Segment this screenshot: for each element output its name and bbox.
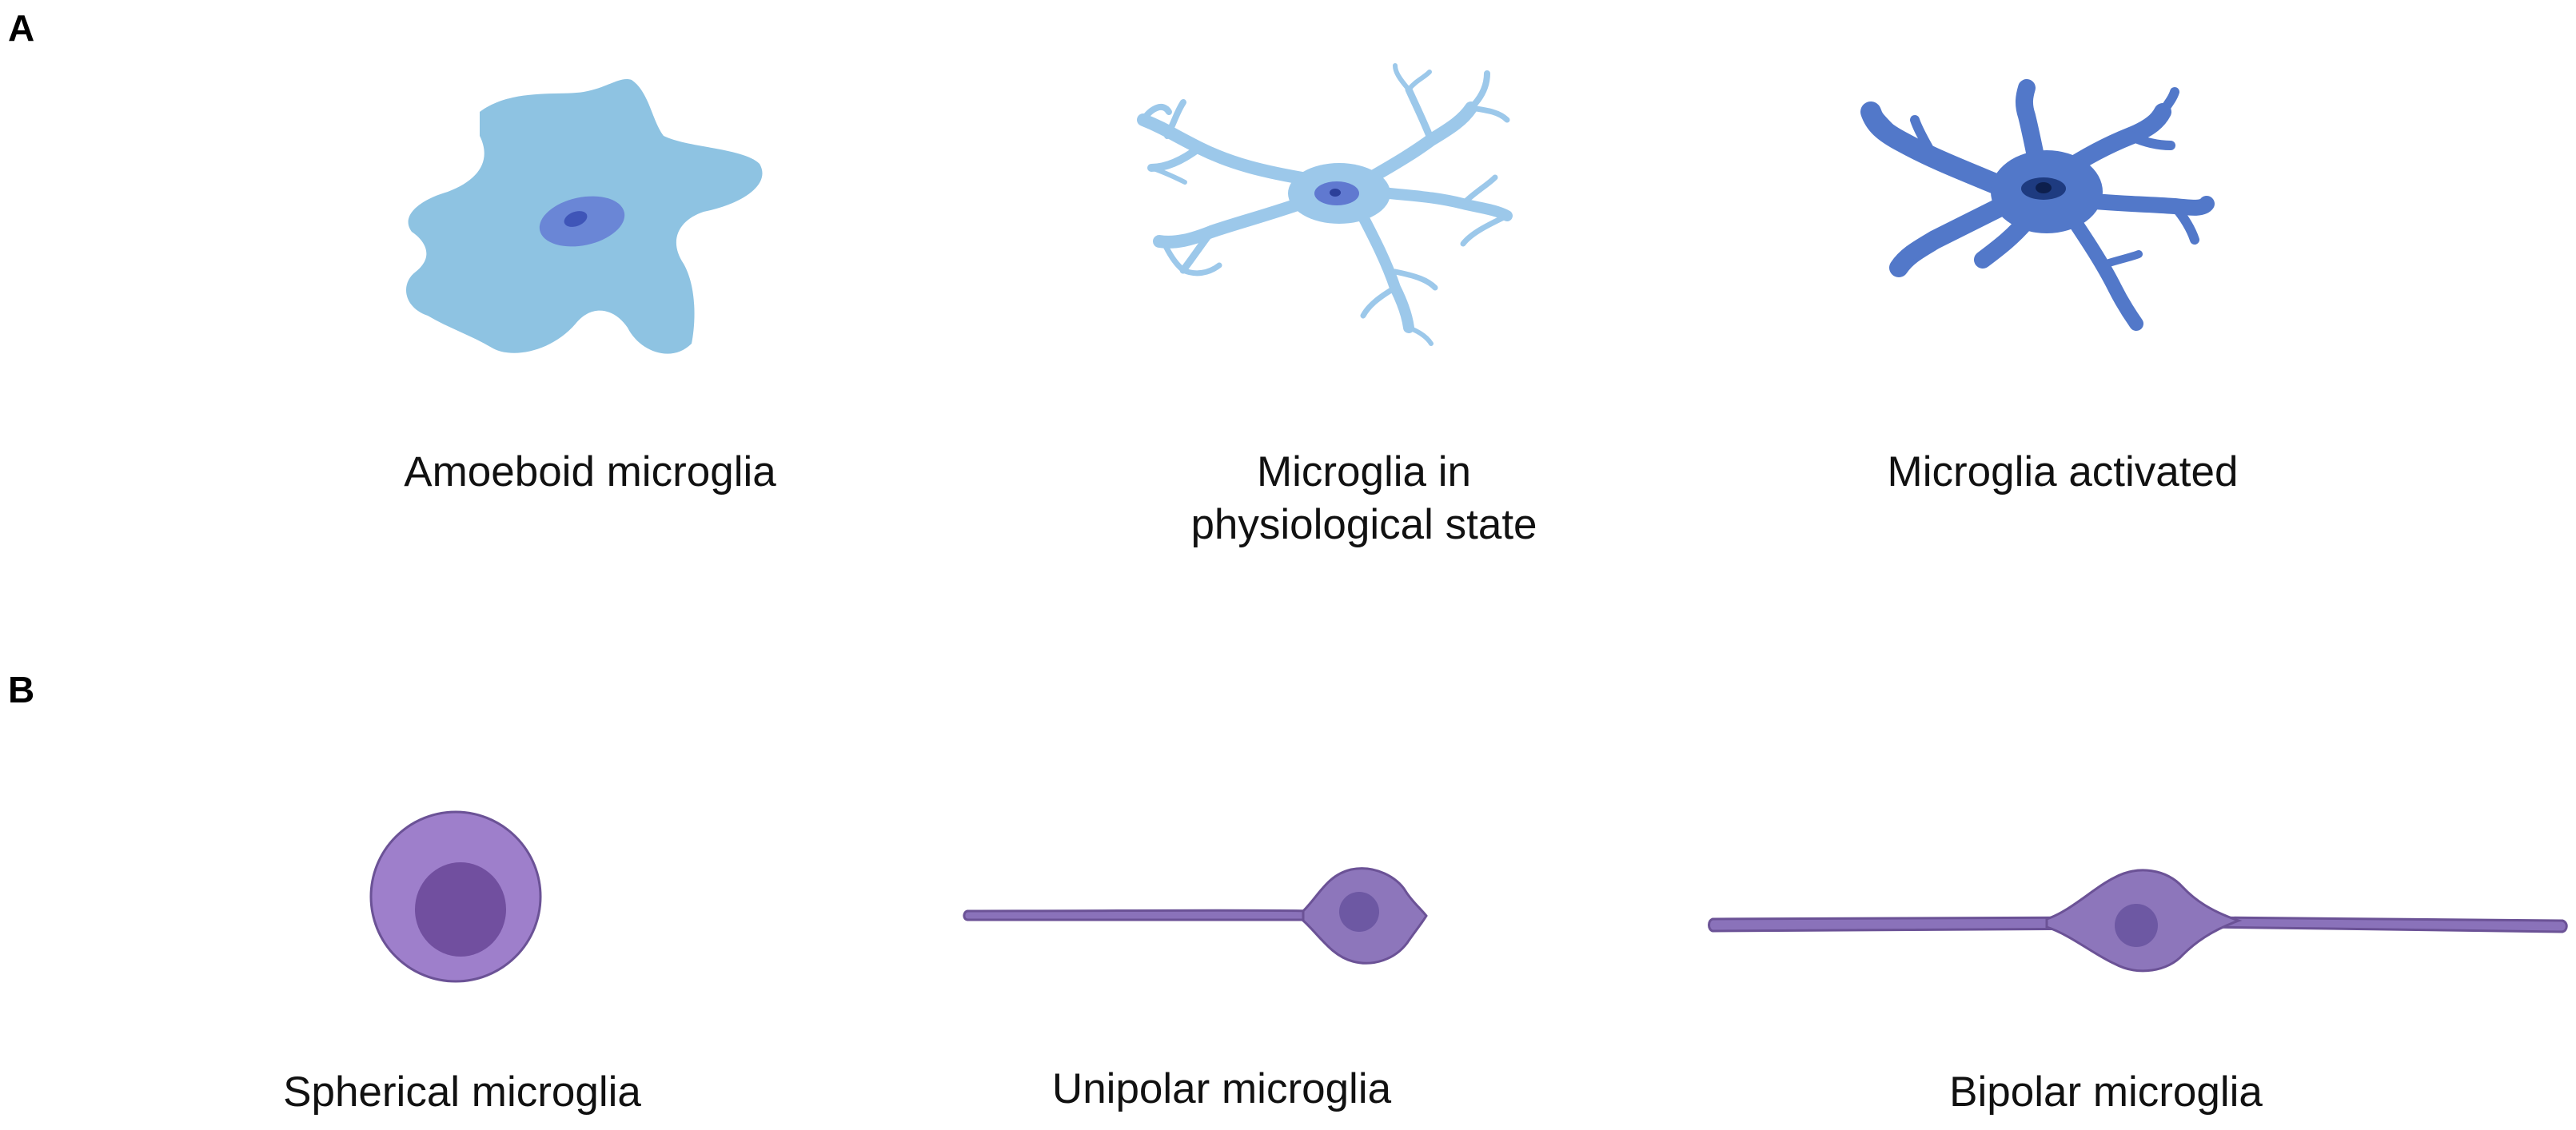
ramified-nucleolus [1330,189,1341,197]
caption-microglia-activated: Microglia activated [1887,448,2239,495]
caption-spherical-microglia: Spherical microglia [283,1068,641,1116]
caption-bipolar-microglia: Bipolar microglia [1949,1068,2263,1116]
bipolar-microglia-cell [1708,869,2568,973]
amoeboid-nucleolus [564,211,588,227]
bipolar-nucleus [2115,904,2158,947]
unipolar-process [963,909,1322,921]
caption-line-2: physiological state [1190,501,1537,548]
ramified-microglia-cell [1137,63,1513,346]
panel-label-a: A [8,7,35,49]
caption-microglia-physiological-state: Microglia in physiological state [1190,446,1537,551]
amoeboid-microglia-cell [406,78,763,354]
unipolar-nucleus [1339,892,1379,932]
activated-microglia-cell [1860,79,2215,331]
spherical-nucleus [415,862,506,957]
caption-unipolar-microglia: Unipolar microglia [1051,1065,1392,1112]
spherical-microglia-cell [369,810,542,983]
caption-amoeboid-microglia: Amoeboid microglia [404,448,776,495]
activated-nucleolus [2036,182,2052,193]
unipolar-microglia-cell [963,867,1428,965]
panel-label-b: B [8,669,35,710]
caption-line-1: Microglia in [1256,448,1472,495]
